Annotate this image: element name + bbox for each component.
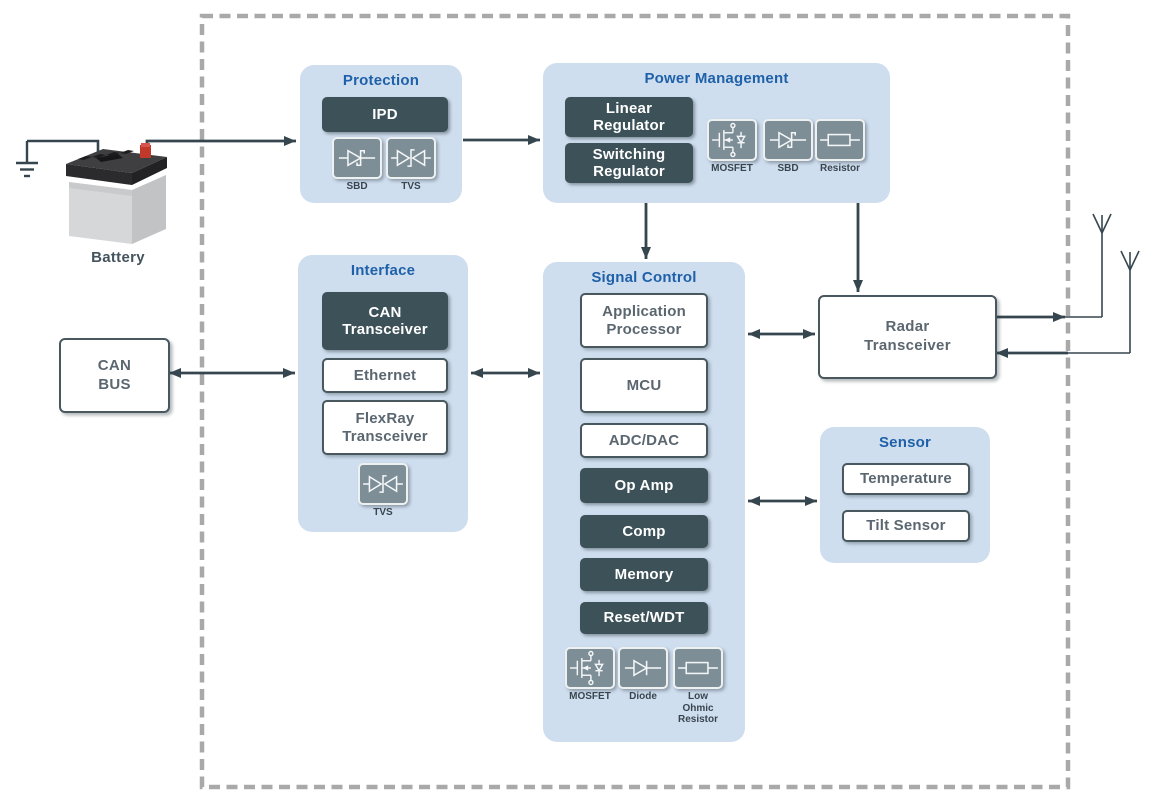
chip-flexray-transceiver: FlexRay Transceiver	[322, 400, 448, 455]
battery-label: Battery	[91, 249, 145, 266]
ecu-dashed-boundary	[199, 13, 1071, 790]
panel-sensor: Sensor Temperature Tilt Sensor	[820, 427, 990, 563]
resistor-icon	[673, 647, 723, 689]
chip-switching-regulator: Switching Regulator	[565, 143, 693, 183]
mosfet-icon	[565, 647, 615, 689]
chip-application-processor: Application Processor	[580, 293, 708, 348]
chip-op-amp: Op Amp	[580, 468, 708, 503]
sbd-diode-icon	[332, 137, 382, 179]
panel-signal-control-title: Signal Control	[591, 269, 697, 286]
chip-adc-dac: ADC/DAC	[580, 423, 708, 458]
tvs-diode-icon	[358, 463, 408, 505]
panel-protection: Protection IPD SBD TVS	[300, 65, 462, 203]
arrow-battery-to-protection	[145, 136, 296, 147]
tx-antenna-icon	[1092, 213, 1112, 317]
icon-caption: Resistor	[819, 163, 860, 174]
chip-reset-wdt: Reset/WDT	[580, 602, 708, 634]
chip-temperature: Temperature	[842, 463, 970, 495]
radar-transceiver-node: Radar Transceiver	[818, 295, 997, 379]
protection-tvs: TVS	[386, 137, 436, 193]
chip-ethernet: Ethernet	[322, 358, 448, 393]
diode-icon	[618, 647, 668, 689]
icon-caption: SBD	[346, 181, 368, 192]
icon-caption: Low Ohmic Resistor	[677, 691, 718, 725]
panel-interface: Interface CAN Transceiver Ethernet FlexR…	[298, 255, 468, 532]
panel-sensor-title: Sensor	[878, 434, 932, 451]
panel-power-management: Power Management Linear Regulator Switch…	[543, 63, 890, 203]
interface-tvs: TVS	[358, 463, 408, 519]
icon-caption: TVS	[373, 507, 393, 518]
panel-power-management-title: Power Management	[644, 70, 789, 87]
protection-sbd: SBD	[332, 137, 382, 193]
icon-caption: MOSFET	[569, 691, 611, 702]
can-bus-node: CAN BUS	[59, 338, 170, 413]
icon-caption: SBD	[777, 163, 799, 174]
icon-caption: Diode	[629, 691, 657, 702]
sbd-diode-icon	[763, 119, 813, 161]
chip-can-transceiver: CAN Transceiver	[322, 292, 448, 350]
power-sbd: SBD	[763, 119, 813, 175]
mosfet-icon	[707, 119, 757, 161]
chip-comp: Comp	[580, 515, 708, 548]
chip-mcu: MCU	[580, 358, 708, 413]
power-mosfet: MOSFET	[707, 119, 757, 175]
panel-protection-title: Protection	[342, 72, 420, 89]
icon-caption: MOSFET	[711, 163, 753, 174]
battery-image	[66, 143, 167, 244]
chip-memory: Memory	[580, 558, 708, 591]
chip-ipd: IPD	[322, 97, 448, 132]
chip-tilt-sensor: Tilt Sensor	[842, 510, 970, 542]
panel-signal-control: Signal Control Application Processor MCU…	[543, 262, 745, 742]
chip-linear-regulator: Linear Regulator	[565, 97, 693, 137]
tvs-diode-icon	[386, 137, 436, 179]
panel-interface-title: Interface	[350, 262, 416, 279]
signal-diode: Diode	[618, 647, 668, 703]
rx-antenna-icon	[1120, 250, 1140, 353]
signal-mosfet: MOSFET	[565, 647, 615, 703]
resistor-icon	[815, 119, 865, 161]
ground-symbol-icon	[16, 141, 38, 178]
icon-caption: TVS	[401, 181, 421, 192]
signal-low-ohmic-resistor: Low Ohmic Resistor	[673, 647, 723, 726]
power-resistor: Resistor	[815, 119, 865, 175]
